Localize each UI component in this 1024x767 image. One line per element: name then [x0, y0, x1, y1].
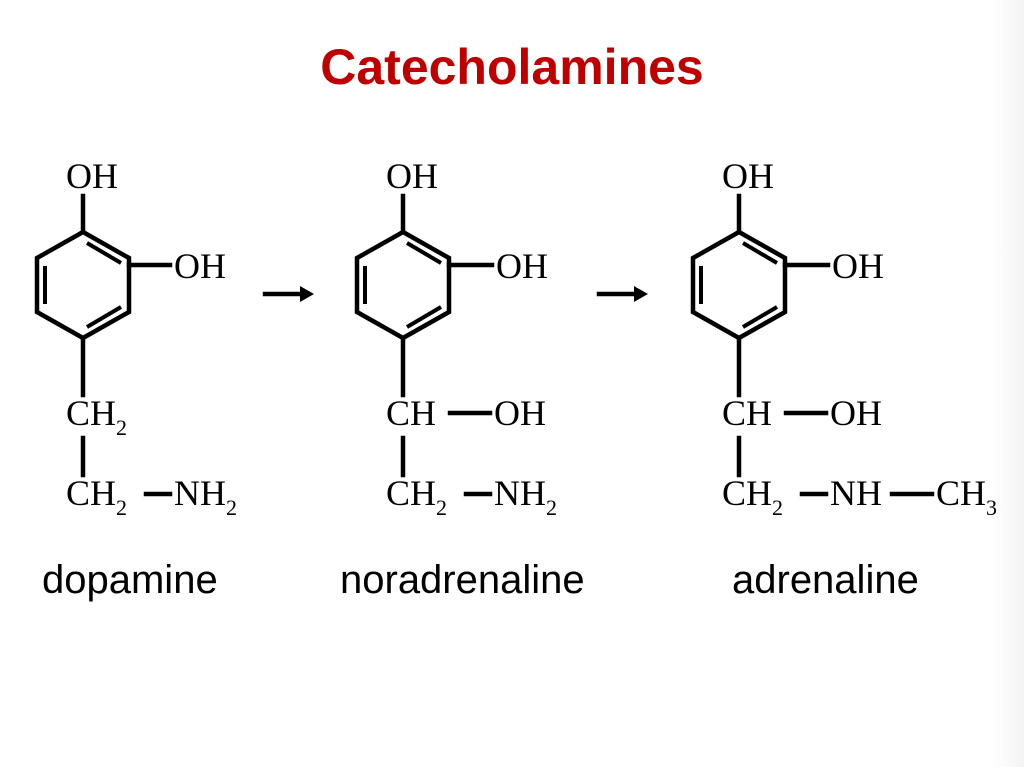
noradrenaline-oh-side: OH [494, 393, 546, 433]
adrenaline-ch3: CH3 [936, 473, 997, 520]
noradrenaline-ch2-b: CH2 [386, 473, 447, 520]
adrenaline-oh-side: OH [830, 393, 882, 433]
adrenaline-oh-top: OH [722, 156, 774, 196]
benzene-ring [690, 229, 788, 341]
slide-edge-shade [990, 0, 1024, 767]
noradrenaline-oh-right: OH [496, 246, 548, 286]
reaction-arrow-2 [596, 286, 648, 302]
ring-double-bond [85, 305, 123, 329]
adrenaline-nh: NH [830, 473, 882, 513]
ring-double-bond [741, 241, 779, 265]
ring-double-bond [85, 241, 123, 265]
reaction-arrow-1 [262, 286, 314, 302]
dopamine-ch2-b: CH2 [66, 473, 127, 520]
adrenaline-ch2-b: CH2 [722, 473, 783, 520]
dopamine-ch2: CH2 [66, 393, 127, 440]
dopamine-oh-right: OH [174, 246, 226, 286]
adrenaline-ch: CH [722, 393, 772, 433]
noradrenaline-nh2: NH2 [494, 473, 557, 520]
arrow-head [634, 286, 648, 302]
arrow-head [300, 286, 314, 302]
molecule-noradrenaline: OH OH CH OH CH2 NH2 [354, 156, 557, 520]
noradrenaline-ch: CH [386, 393, 436, 433]
dopamine-nh2: NH2 [174, 473, 237, 520]
ring-double-bond [405, 241, 443, 265]
noradrenaline-oh-top: OH [386, 156, 438, 196]
page-title: Catecholamines [320, 39, 704, 95]
benzene-ring [34, 229, 132, 341]
ring-double-bond [405, 305, 443, 329]
label-noradrenaline: noradrenaline [340, 558, 585, 602]
adrenaline-oh-right: OH [832, 246, 884, 286]
molecule-dopamine: OH OH CH2 CH2 NH2 [34, 156, 237, 520]
dopamine-oh-top: OH [66, 156, 118, 196]
label-adrenaline: adrenaline [732, 558, 919, 602]
ring-double-bond [741, 305, 779, 329]
label-dopamine: dopamine [42, 558, 218, 602]
molecule-adrenaline: OH OH CH OH CH2 NH CH3 [690, 156, 997, 520]
benzene-ring [354, 229, 452, 341]
